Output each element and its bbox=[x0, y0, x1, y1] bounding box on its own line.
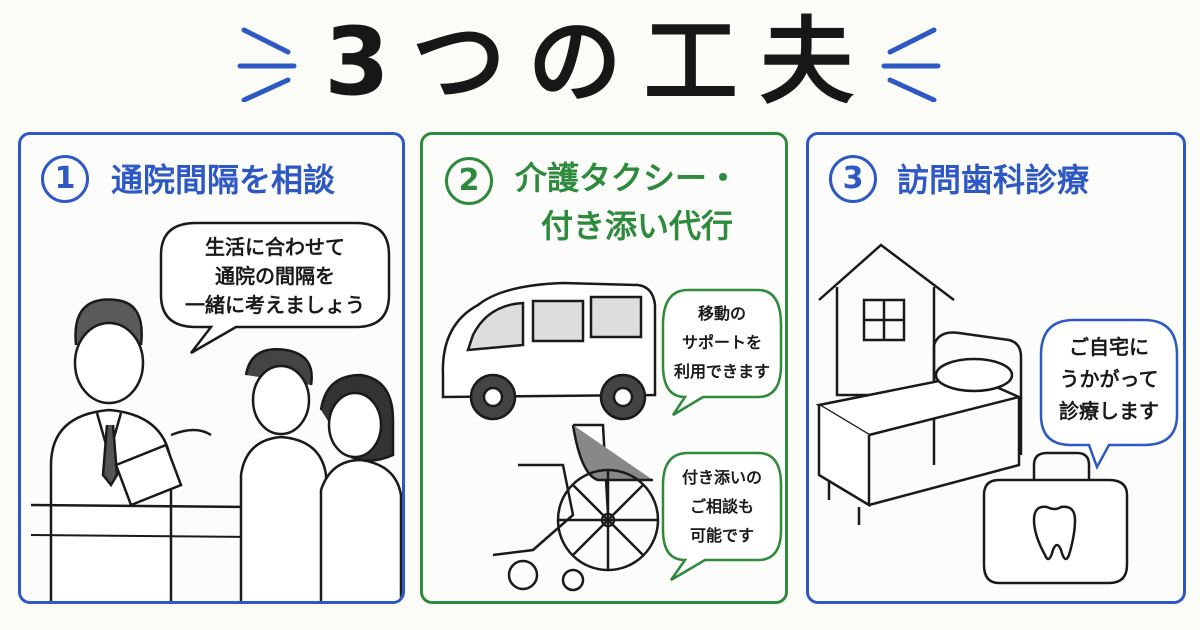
bubble-line: 生活に合わせて bbox=[205, 235, 345, 259]
bubble-line: ご相談も bbox=[689, 497, 754, 516]
bubble-escort: 付き添いの ご相談も 可能です bbox=[663, 463, 781, 550]
bed-icon bbox=[815, 331, 1023, 525]
page-title: 3つの工夫 bbox=[324, 8, 876, 117]
panel-number-1: 1 bbox=[41, 155, 89, 203]
bubble-home-dental: ご自宅に うかがって 診療します bbox=[1041, 331, 1177, 427]
bubble-line: サポートを bbox=[681, 333, 762, 352]
tooth-icon bbox=[1032, 505, 1077, 561]
bubble-line: 診療します bbox=[1059, 399, 1159, 423]
panel-heading-2b: 付き添い代行 bbox=[541, 207, 734, 245]
panel-heading-1: 通院間隔を相談 bbox=[111, 161, 336, 199]
panel-number-2: 2 bbox=[445, 157, 493, 205]
bubble-line: 利用できます bbox=[673, 362, 770, 381]
doctor-icon bbox=[49, 298, 212, 601]
consultation-illustration bbox=[30, 221, 402, 601]
right-accent-icon bbox=[881, 27, 941, 102]
panel-consultation: 1 通院間隔を相談 生活に合わせて 通院の間隔を 一緒に考 bbox=[18, 132, 405, 604]
panel-heading-2a: 介護タクシー・ bbox=[515, 159, 740, 197]
panel-heading-3: 訪問歯科診療 bbox=[897, 161, 1090, 199]
bubble-line: 一緒に考えましょう bbox=[185, 293, 365, 317]
bubble-line: 可能です bbox=[689, 526, 754, 545]
bubble-line: 移動の bbox=[697, 304, 746, 323]
bubble-line: うかがって bbox=[1059, 367, 1159, 391]
bubble-line: 付き添いの bbox=[681, 468, 762, 487]
panel-number-3: 3 bbox=[829, 155, 877, 203]
bubble-transport: 移動の サポートを 利用できます bbox=[663, 299, 781, 386]
bubble-consultation: 生活に合わせて 通院の間隔を 一緒に考えましょう bbox=[161, 233, 389, 320]
panel-transport: 2 介護タクシー・ 付き添い代行 bbox=[420, 132, 788, 604]
left-accent-icon bbox=[237, 27, 297, 102]
van-icon bbox=[441, 281, 657, 421]
wheelchair-icon bbox=[492, 423, 660, 592]
transport-illustration bbox=[441, 281, 783, 592]
family-icon bbox=[239, 348, 402, 601]
bubble-line: 通院の間隔を bbox=[215, 264, 335, 288]
bubble-line: ご自宅に bbox=[1069, 335, 1149, 359]
home-dental-illustration bbox=[815, 243, 1179, 585]
panel-home-dental: 3 訪問歯科診療 ご自宅に bbox=[806, 132, 1186, 604]
